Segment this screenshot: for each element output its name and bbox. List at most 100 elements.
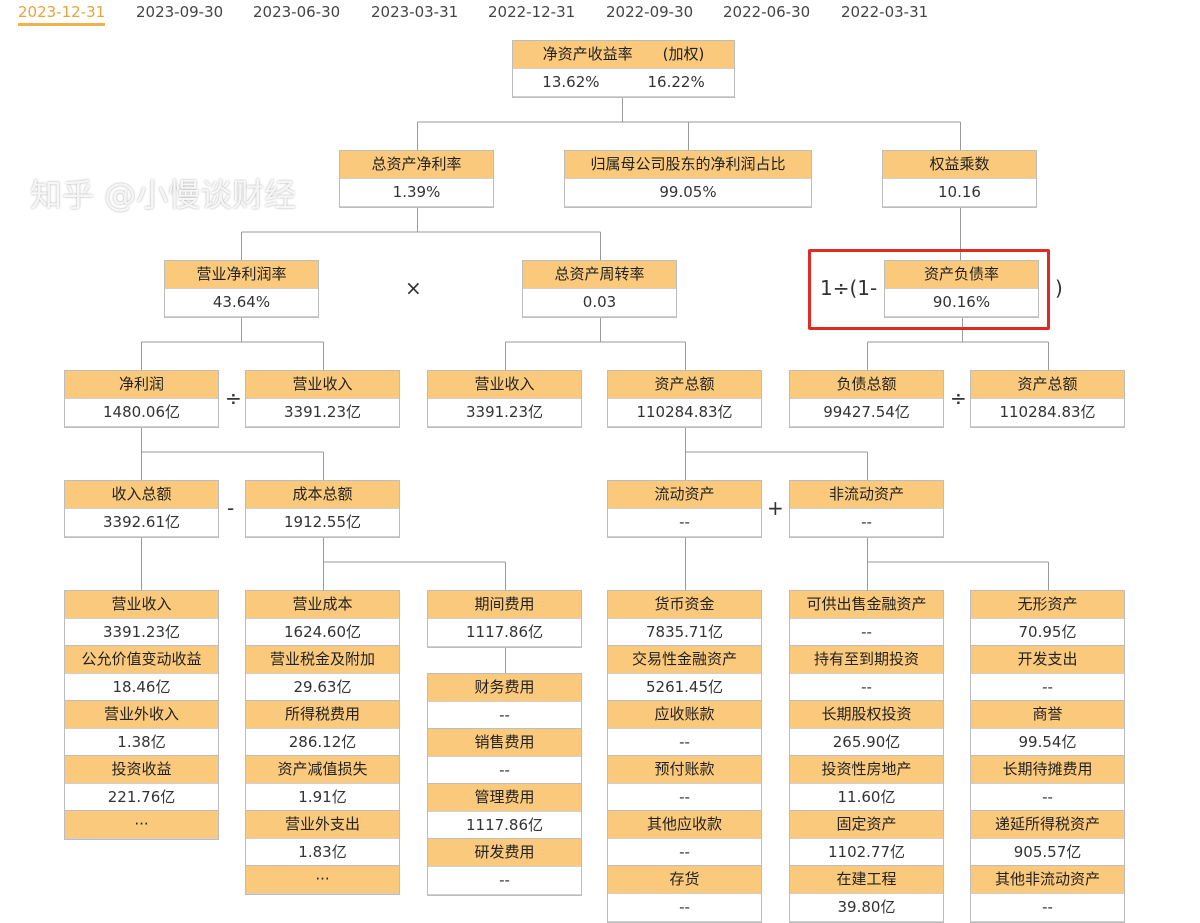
metric-label: ···	[246, 866, 399, 894]
metric-label: 非流动资产	[790, 481, 943, 509]
metric-label: 所得税费用	[246, 701, 399, 729]
metric-value: 221.76亿	[65, 784, 218, 812]
metric-box[interactable]: ···	[64, 810, 219, 840]
metric-box[interactable]: 存货--	[607, 865, 762, 923]
metric-label: 预付账款	[608, 756, 761, 784]
metric-value: --	[790, 509, 943, 537]
tab-2023-03-31[interactable]: 2023-03-31	[371, 3, 459, 21]
operator: ×	[405, 276, 422, 300]
metric-box[interactable]: 非流动资产--	[789, 480, 944, 538]
tab-2022-03-31[interactable]: 2022-03-31	[841, 3, 929, 21]
metric-box[interactable]: 持有至到期投资--	[789, 645, 944, 703]
metric-value: 110284.83亿	[608, 399, 761, 427]
metric-label: 存货	[608, 866, 761, 894]
metric-value: 29.63亿	[246, 674, 399, 702]
metric-value: 1102.77亿	[790, 839, 943, 867]
metric-label: 收入总额	[65, 481, 218, 509]
metric-box[interactable]: 财务费用--	[427, 673, 582, 731]
metric-value: 90.16%	[885, 289, 1038, 317]
metric-value: 3391.23亿	[65, 619, 218, 647]
metric-value: 1.83亿	[246, 839, 399, 867]
metric-box[interactable]: 其他应收款--	[607, 810, 762, 868]
metric-box[interactable]: 开发支出--	[970, 645, 1125, 703]
formula-prefix: 1÷(1-	[820, 276, 878, 300]
metric-box[interactable]: 预付账款--	[607, 755, 762, 813]
operator: ÷	[950, 386, 967, 410]
metric-box[interactable]: 可供出售金融资产--	[789, 590, 944, 648]
metric-label: 资产负债率	[885, 261, 1038, 289]
metric-box[interactable]: 研发费用--	[427, 838, 582, 896]
metric-label: 销售费用	[428, 729, 581, 757]
metric-box[interactable]: 应收账款--	[607, 700, 762, 758]
metric-label: 流动资产	[608, 481, 761, 509]
metric-label: 开发支出	[971, 646, 1124, 674]
highlight-rectangle	[808, 249, 1050, 330]
metric-label: 长期股权投资	[790, 701, 943, 729]
tab-2022-06-30[interactable]: 2022-06-30	[723, 3, 811, 21]
metric-label: 应收账款	[608, 701, 761, 729]
metric-box[interactable]: 长期待摊费用--	[970, 755, 1125, 813]
roe-label: 净资产收益率	[542, 45, 633, 63]
metric-value: --	[608, 729, 761, 757]
metric-box[interactable]: 其他非流动资产--	[970, 865, 1125, 923]
metric-value: 1912.55亿	[246, 509, 399, 537]
metric-label: 总资产净利率	[340, 151, 493, 179]
tab-2022-09-30[interactable]: 2022-09-30	[606, 3, 694, 21]
metric-label: 资产总额	[608, 371, 761, 399]
metric-box[interactable]: 流动资产--	[607, 480, 762, 538]
metric-label: 营业净利润率	[165, 261, 318, 289]
metric-value: 99.05%	[565, 179, 811, 207]
metric-label: 营业收入	[246, 371, 399, 399]
metric-value: 1.39%	[340, 179, 493, 207]
metric-box[interactable]: ···	[245, 865, 400, 895]
metric-label: 长期待摊费用	[971, 756, 1124, 784]
metric-label: 无形资产	[971, 591, 1124, 619]
metric-label: 成本总额	[246, 481, 399, 509]
metric-value: 286.12亿	[246, 729, 399, 757]
metric-label: ···	[65, 811, 218, 839]
roe-box: 净资产收益率(加权) 13.62%16.22%	[512, 40, 735, 98]
tab-2023-09-30[interactable]: 2023-09-30	[136, 3, 224, 21]
tab-2022-12-31[interactable]: 2022-12-31	[488, 3, 576, 21]
tab-2023-12-31[interactable]: 2023-12-31	[18, 3, 106, 26]
metric-label: 投资收益	[65, 756, 218, 784]
metric-box[interactable]: 销售费用--	[427, 728, 582, 786]
metric-label: 固定资产	[790, 811, 943, 839]
metric-value: 905.57亿	[971, 839, 1124, 867]
tab-2023-06-30[interactable]: 2023-06-30	[253, 3, 341, 21]
